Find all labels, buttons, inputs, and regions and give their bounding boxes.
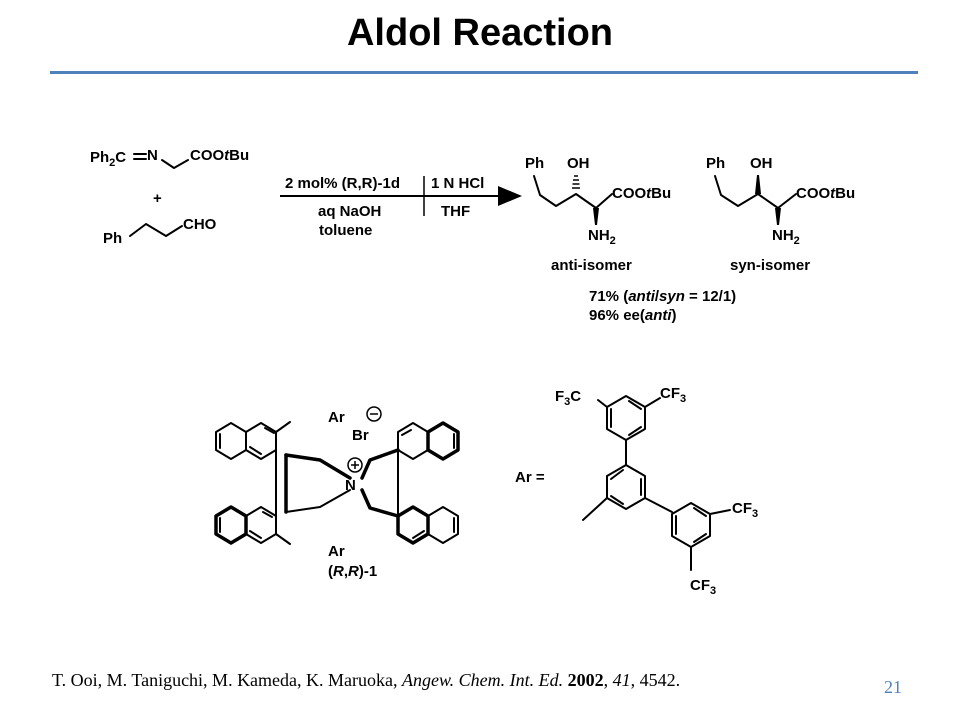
svg-text:Ph: Ph: [525, 155, 544, 172]
condition-solvent: toluene: [319, 222, 372, 239]
condition-catalyst: 2 mol% (R,R)-1d: [285, 175, 400, 192]
svg-text:COOtBu: COOtBu: [190, 147, 249, 164]
catalyst-ar-top: Ar: [328, 409, 345, 426]
cf3-label-top-left: F3C: [555, 388, 581, 408]
condition-thf: THF: [441, 203, 470, 220]
citation-journal: Angew. Chem. Int. Ed.: [402, 670, 564, 690]
svg-text:NH2: NH2: [588, 227, 616, 247]
product-anti: Ph OH COOtBu NH2: [525, 155, 671, 247]
condition-acid: 1 N HCl: [431, 175, 484, 192]
svg-text:COOtBu: COOtBu: [612, 185, 671, 202]
citation-authors: T. Ooi, M. Taniguchi, M. Kameda, K. Maru…: [52, 670, 403, 690]
anti-isomer-label: anti-isomer: [551, 257, 632, 274]
catalyst-ar-bottom: Ar: [328, 543, 345, 560]
svg-text:OH: OH: [567, 155, 590, 172]
plus-sign: +: [153, 190, 162, 207]
ar-definition-label: Ar =: [515, 469, 545, 486]
svg-text:N: N: [147, 147, 158, 164]
reactant-aldehyde: Ph CHO: [103, 216, 217, 247]
citation: T. Ooi, M. Taniguchi, M. Kameda, K. Maru…: [52, 670, 681, 690]
svg-text:NH2: NH2: [772, 227, 800, 247]
ammonium-nitrogen: N: [345, 477, 356, 494]
catalyst-name: (R,R)-1: [328, 563, 377, 580]
yield-text: 71% (anti/syn = 12/1): [589, 288, 736, 305]
cf3-label-top-right: CF3: [660, 385, 686, 405]
catalyst-structure: [214, 421, 460, 545]
citation-pages: 4542.: [639, 670, 681, 690]
citation-volume: 41: [612, 670, 631, 690]
svg-text:Ph: Ph: [103, 230, 122, 247]
svg-text:CHO: CHO: [183, 216, 217, 233]
syn-isomer-label: syn-isomer: [730, 257, 810, 274]
cf3-label-right: CF3: [732, 500, 758, 520]
svg-text:OH: OH: [750, 155, 773, 172]
condition-base: aq NaOH: [318, 203, 381, 220]
svg-text:COOtBu: COOtBu: [796, 185, 855, 202]
ar-terphenyl-structure: [582, 395, 731, 571]
page-number: 21: [884, 677, 902, 697]
citation-year: 2002: [567, 670, 604, 690]
reactant-imine: Ph2C N COOtBu: [90, 147, 249, 169]
bromide-counterion: Br: [352, 427, 369, 444]
slide-title: Aldol Reaction: [346, 12, 614, 54]
reaction-arrow: [280, 176, 522, 216]
svg-text:Ph: Ph: [706, 155, 725, 172]
ee-text: 96% ee(anti): [589, 307, 677, 324]
positive-charge-icon: [347, 457, 363, 473]
cf3-label-bottom: CF3: [690, 577, 716, 597]
negative-charge-icon: [366, 406, 382, 422]
svg-text:Ph2C: Ph2C: [90, 149, 126, 169]
title-divider: [50, 71, 918, 74]
product-syn: Ph OH COOtBu NH2: [706, 155, 855, 247]
